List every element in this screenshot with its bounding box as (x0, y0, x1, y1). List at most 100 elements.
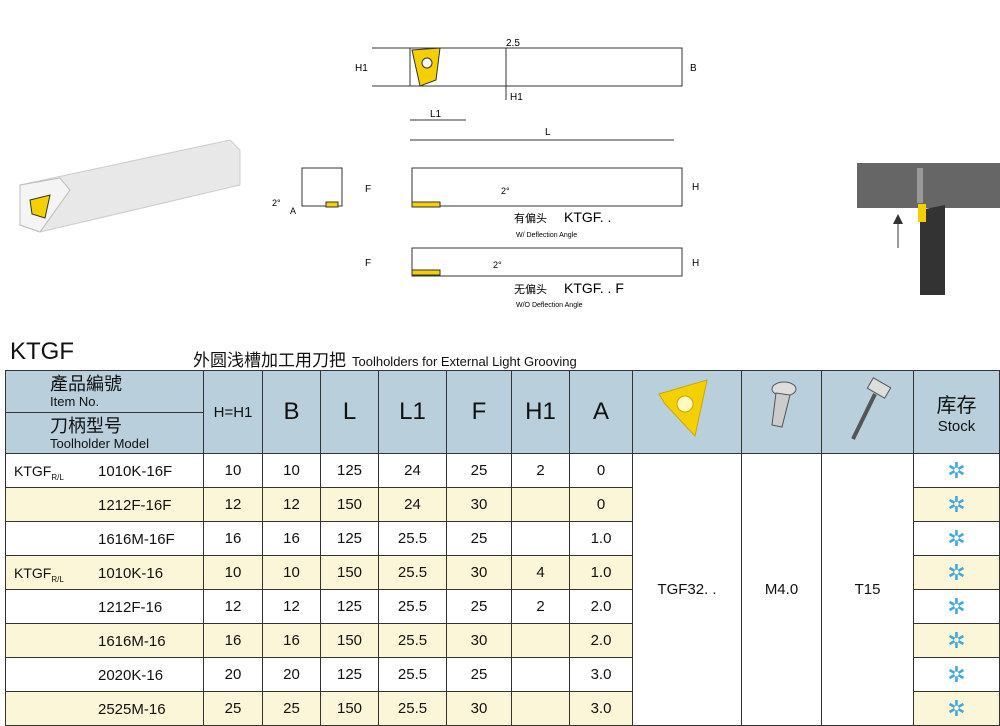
value-cell: 0 (569, 487, 633, 522)
value-cell: 12 (262, 589, 321, 624)
value-cell (511, 521, 570, 556)
model-en: Toolholder Model (50, 436, 150, 451)
value-cell: 16 (203, 521, 263, 556)
header-b: B (262, 370, 321, 454)
dim-2-5: 2.5 (506, 38, 520, 49)
value-cell: 10 (203, 453, 263, 488)
value-cell: 10 (203, 555, 263, 590)
model-code: 2020K-16 (98, 667, 164, 684)
value-cell: 10 (262, 453, 321, 488)
stock-cn: 库存 (936, 393, 977, 417)
stock-cell: ✲ (913, 453, 1000, 488)
with-deflection-model: KTGF. . (564, 209, 611, 225)
item-cell: 1616M-16 (5, 623, 204, 658)
value-cell: 25 (446, 521, 512, 556)
value-cell: 25 (446, 453, 512, 488)
side-view-drawings (301, 167, 683, 277)
value-cell (511, 487, 570, 522)
model-code: 1212F-16F (98, 497, 172, 514)
header-l1: L1 (378, 370, 447, 454)
value-cell: 150 (320, 623, 379, 658)
stock-cell: ✲ (913, 487, 1000, 522)
value-cell: 12 (262, 487, 321, 522)
value-cell: 20 (203, 657, 263, 692)
value-cell: 1.0 (569, 521, 633, 556)
value-cell: 25.5 (378, 657, 447, 692)
dim-h1-left: H1 (355, 63, 368, 74)
technical-drawings: H1 2.5 H1 B L1 L F F H H A 2° 2° 2° 有偏头 … (19, 38, 1000, 309)
header-h: H=H1 (203, 370, 263, 454)
model-cn: 刀柄型号 (50, 416, 122, 437)
stock-cell: ✲ (913, 589, 1000, 624)
subtitle-en: Toolholders for External Light Grooving (352, 354, 577, 369)
model-code: 2525M-16 (98, 701, 166, 718)
stock-cell: ✲ (913, 521, 1000, 556)
item-cell: 1212F-16 (5, 589, 204, 624)
value-cell: 2.0 (569, 623, 633, 658)
value-cell: 30 (446, 691, 512, 726)
value-cell: 150 (320, 487, 379, 522)
model-prefix: KTGFR/L (14, 463, 64, 482)
with-deflection-cn: 有偏头 (514, 211, 547, 225)
dim-h-2: H (692, 258, 699, 269)
with-deflection-en: W/ Deflection Angle (516, 232, 577, 239)
value-cell (511, 691, 570, 726)
header-l: L (320, 370, 379, 454)
value-cell: 25 (262, 691, 321, 726)
model-code: 1616M-16 (98, 633, 166, 650)
value-cell: 4 (511, 555, 570, 590)
value-cell: 0 (569, 453, 633, 488)
model-code: 1010K-16 (98, 565, 164, 582)
stock-icon: ✲ (947, 491, 966, 517)
value-cell: 3.0 (569, 691, 633, 726)
value-cell: 1.0 (569, 555, 633, 590)
value-cell: 24 (378, 487, 447, 522)
value-cell: 25.5 (378, 589, 447, 624)
page-title: KTGF (10, 338, 74, 365)
value-cell: 25.5 (378, 691, 447, 726)
item-cell: 2525M-16 (5, 691, 204, 726)
application-diagram (857, 163, 1000, 295)
value-cell: 125 (320, 657, 379, 692)
item-cell: 1212F-16F (5, 487, 204, 522)
subtitle: 外圆浅槽加工用刀把 Toolholders for External Light … (193, 346, 577, 371)
stock-icon: ✲ (947, 593, 966, 619)
stock-cell: ✲ (913, 555, 1000, 590)
screw-icon (770, 381, 796, 428)
dim-h: H (692, 182, 699, 193)
insert-cell: TGF32. . (632, 453, 742, 726)
item-cell: 2020K-16 (5, 657, 204, 692)
value-cell: 2 (511, 589, 570, 624)
value-cell: 24 (378, 453, 447, 488)
value-cell: 125 (320, 589, 379, 624)
stock-cell: ✲ (913, 623, 1000, 658)
value-cell: 12 (203, 487, 263, 522)
value-cell: 16 (203, 623, 263, 658)
stock-icon: ✲ (947, 661, 966, 687)
screw-cell: M4.0 (741, 453, 822, 726)
value-cell: 16 (262, 521, 321, 556)
value-cell: 30 (446, 487, 512, 522)
value-cell: 25 (446, 589, 512, 624)
stock-cell: ✲ (913, 691, 1000, 726)
model-code: 1212F-16 (98, 599, 163, 616)
stock-icon: ✲ (947, 457, 966, 483)
value-cell: 150 (320, 691, 379, 726)
dim-2deg-a: 2° (272, 198, 281, 208)
value-cell: 25 (446, 657, 512, 692)
subtitle-cn: 外圆浅槽加工用刀把 (193, 351, 346, 370)
stock-cell: ✲ (913, 657, 1000, 692)
value-cell: 2 (511, 453, 570, 488)
header-f: F (446, 370, 512, 454)
value-cell: 3.0 (569, 657, 633, 692)
dim-2deg-b: 2° (501, 186, 510, 196)
dim-f-2: F (365, 258, 371, 269)
insert-icon (658, 378, 708, 437)
